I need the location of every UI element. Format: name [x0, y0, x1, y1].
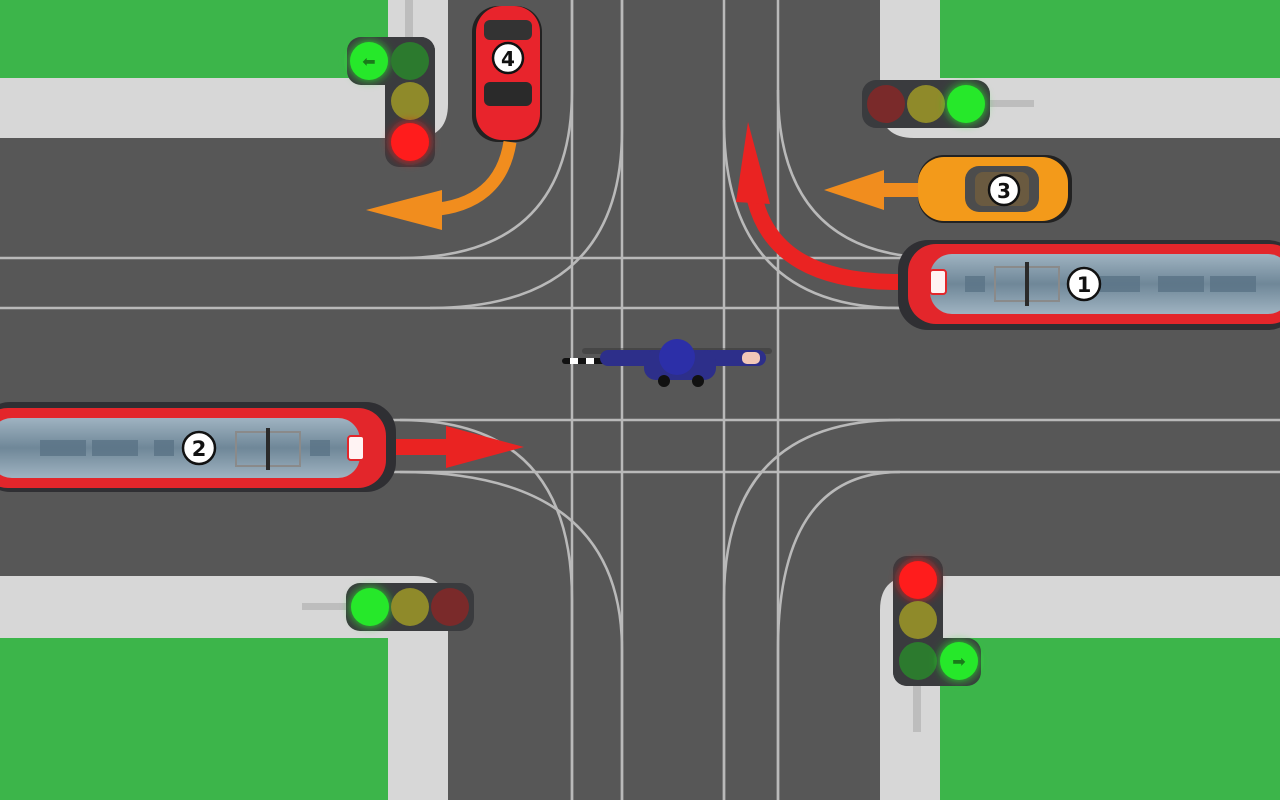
- green-light: [391, 42, 429, 80]
- green-arrow-light: [940, 642, 978, 680]
- red-light: [431, 588, 469, 626]
- arrow-head-icon: [824, 170, 884, 210]
- signal-north-east: [862, 80, 1034, 128]
- vehicle-number-badge: [1066, 266, 1102, 302]
- tram-1-left-turn-arrow: [747, 197, 899, 290]
- movement-arrows: [366, 122, 918, 468]
- officer-cap-icon: [659, 339, 695, 375]
- yellow-light: [907, 85, 945, 123]
- arrow-left-icon: ⬅: [362, 52, 375, 71]
- signal-south-east: ➡: [893, 556, 981, 732]
- grass-se: [940, 638, 1280, 800]
- car-3[interactable]: 3: [918, 155, 1072, 223]
- car-4-right-turn-arrow: [429, 140, 517, 217]
- yellow-light: [391, 82, 429, 120]
- green-arrow-light: [350, 42, 388, 80]
- vehicle-number-badge: [181, 430, 217, 466]
- sidewalk-sw: [0, 576, 448, 800]
- sidewalk-nw: [0, 0, 448, 138]
- tram-2[interactable]: 2: [0, 402, 396, 492]
- red-light: [867, 85, 905, 123]
- vehicle-number: 1: [1077, 273, 1092, 297]
- traffic-officer: [562, 339, 772, 387]
- grass-sw: [0, 638, 388, 800]
- car-4[interactable]: 4: [472, 6, 542, 142]
- vehicle-number-badge: [491, 41, 525, 75]
- yellow-light: [899, 601, 937, 639]
- arrow-head-icon: [366, 190, 442, 230]
- sidewalk-se: [880, 576, 1280, 800]
- yellow-light: [391, 588, 429, 626]
- green-light: [351, 588, 389, 626]
- signal-north-west: ⬅: [347, 0, 435, 167]
- green-light: [899, 642, 937, 680]
- arrow-head-icon: [446, 426, 524, 468]
- vehicle-number: 4: [501, 47, 515, 71]
- grass-ne: [940, 0, 1280, 78]
- tram-2-straight-arrow: [396, 439, 450, 455]
- grass-nw: [0, 0, 388, 78]
- green-light: [947, 85, 985, 123]
- vehicle-number: 3: [997, 179, 1011, 203]
- vehicle-number: 2: [192, 437, 207, 461]
- car-3-straight-arrow: [880, 183, 918, 197]
- tram-1[interactable]: 1: [898, 240, 1280, 330]
- vehicle-number-badge: [987, 173, 1021, 207]
- arrow-right-icon: ➡: [952, 652, 965, 671]
- signal-south-west: [302, 583, 474, 631]
- arrow-head-icon: [736, 122, 770, 204]
- red-light: [899, 561, 937, 599]
- red-light: [391, 123, 429, 161]
